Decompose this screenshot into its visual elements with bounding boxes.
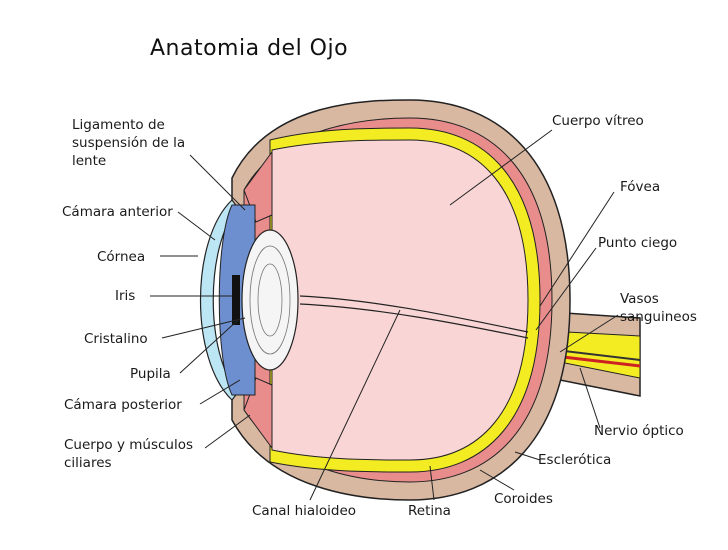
label-iris: Iris <box>115 288 136 304</box>
pupil-shape <box>232 275 240 325</box>
leader-cristalino <box>161 317 246 339</box>
label-camara-posterior: Cámara posterior <box>64 397 182 413</box>
leader-vasos <box>559 314 619 353</box>
lens-shape <box>241 229 299 371</box>
leader-lines <box>150 129 619 501</box>
label-nervio: Nervio óptico <box>594 423 684 439</box>
label-retina: Retina <box>408 503 451 519</box>
label-cristalino: Cristalino <box>84 331 148 347</box>
leader-camara-anterior <box>177 211 216 241</box>
leader-fovea <box>539 191 615 307</box>
leader-camara-posterior <box>199 379 241 405</box>
leader-esclerotica <box>514 451 541 461</box>
leader-cuerpo-musculos <box>204 414 251 449</box>
label-canal: Canal hialoideo <box>252 503 357 519</box>
label-pupila: Pupila <box>130 366 171 382</box>
label-fovea: Fóvea <box>620 179 661 195</box>
cornea-shape <box>199 199 239 401</box>
label-esclerotica: Esclerótica <box>538 452 612 468</box>
label-cuerpo-vitreo: Cuerpo vítreo <box>552 113 644 129</box>
leader-punto-ciego <box>535 247 597 331</box>
leader-coroides <box>479 469 515 491</box>
hyaloid-canal <box>299 295 529 333</box>
leader-pupila <box>179 319 239 374</box>
leader-cuerpo-vitreo <box>449 129 553 206</box>
label-ligamento: Ligamento de suspensión de la lente <box>72 117 186 169</box>
label-camara-anterior: Cámara anterior <box>62 204 173 220</box>
label-cornea: Córnea <box>97 249 146 265</box>
label-vasos: Vasos sanguineos <box>620 291 697 325</box>
leader-nervio <box>579 367 601 429</box>
vitreous-body <box>271 139 529 461</box>
lens-ring-2 <box>257 263 283 337</box>
label-coroides: Coroides <box>494 491 553 507</box>
leader-canal <box>309 309 401 501</box>
leader-retina <box>429 465 435 501</box>
leader-ligamento <box>189 154 246 211</box>
page-title: Anatomia del Ojo <box>150 36 349 61</box>
lens-ring-1 <box>249 245 291 355</box>
hyaloid-canal-lower <box>299 303 529 339</box>
label-punto-ciego: Punto ciego <box>598 235 678 251</box>
label-cuerpo-musculos: Cuerpo y músculos ciliares <box>64 437 194 471</box>
